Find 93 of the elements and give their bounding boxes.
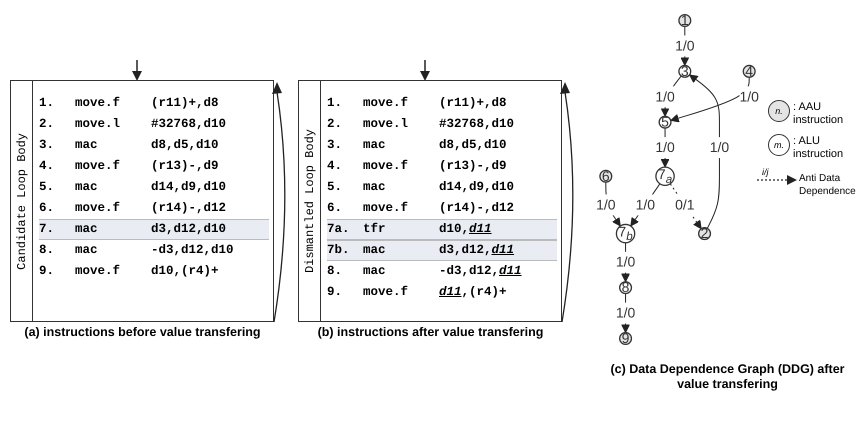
- arrow: [630, 183, 660, 226]
- instruction-number: 1.: [327, 95, 342, 112]
- legend-symbol: n.: [775, 106, 783, 116]
- node-circle: 3: [678, 64, 692, 78]
- opcode-text: tfr: [363, 221, 386, 238]
- operand-text: (r14)-,d12: [151, 200, 226, 217]
- node-circle: 7$_{b}$: [616, 224, 636, 244]
- node-circle: 1: [678, 14, 692, 28]
- panel-caption: (a) instructions before value transfering: [23, 325, 262, 340]
- instruction-number: 1.: [39, 95, 54, 112]
- node-circle: 7$_{a}$: [655, 166, 675, 186]
- legend-symbol: m.: [774, 140, 784, 150]
- instruction-number: 6.: [327, 200, 342, 217]
- arrow: [660, 76, 682, 117]
- arrow: [689, 74, 720, 229]
- operand-text: #32768,d10: [439, 116, 514, 133]
- operand-text: (r13)-,d9: [439, 158, 507, 175]
- operand-text: d14,d9,d10: [151, 179, 226, 196]
- instruction-number: 2.: [39, 116, 54, 133]
- operand-text: (r11)+,d8: [151, 95, 219, 112]
- node-circle: 4: [742, 64, 756, 78]
- node-circle: 9: [619, 332, 632, 346]
- instruction-number: 2.: [327, 116, 342, 133]
- opcode-text: mac: [75, 179, 98, 196]
- operand-text: (r11)+,d8: [439, 95, 507, 112]
- instruction-number: 7a.: [327, 221, 350, 238]
- opcode-text: mac: [363, 179, 386, 196]
- edge-label: 1/0: [636, 196, 656, 212]
- opcode-text: mac: [363, 137, 386, 154]
- node-circle: 2: [698, 227, 712, 240]
- operand-text: -d3,d12,d11: [439, 263, 522, 280]
- operand-text: (r13)-,d9: [151, 158, 219, 175]
- instruction-number: 8.: [39, 242, 54, 259]
- opcode-text: move.f: [363, 158, 408, 175]
- edge-label: 1/0: [616, 254, 636, 270]
- opcode-text: move.f: [363, 95, 408, 112]
- panel-caption: (b) instructions after value transfering: [316, 325, 544, 340]
- operand-text: d3,d12,d11: [439, 242, 514, 259]
- instruction-number: 9.: [39, 263, 54, 280]
- opcode-text: move.f: [75, 95, 120, 112]
- opcode-text: move.f: [75, 200, 120, 217]
- legend-text: : ALU instruction: [793, 135, 844, 161]
- instruction-number: 4.: [327, 158, 342, 175]
- operand-text: d10,d11: [439, 221, 492, 238]
- instruction-number: 5.: [327, 179, 342, 196]
- opcode-text: mac: [363, 242, 386, 259]
- opcode-text: move.l: [363, 116, 408, 133]
- node-circle: 5: [658, 116, 672, 129]
- opcode-text: mac: [75, 242, 98, 259]
- instruction-number: 7.: [39, 221, 54, 238]
- arrow: [670, 183, 702, 230]
- arrow: [670, 76, 750, 122]
- operand-text: d8,d5,d10: [151, 137, 219, 154]
- operand-text: d14,d9,d10: [439, 179, 514, 196]
- instruction-number: 5.: [39, 179, 54, 196]
- loop-body-title: Dismantled Loop Body: [302, 128, 316, 274]
- edge-label: 1/0: [655, 139, 675, 156]
- edge-label: 1/0: [675, 37, 695, 54]
- operand-text: d10,(r4)+: [151, 263, 219, 280]
- edge-label: 1/0: [739, 88, 759, 104]
- node-circle: 8: [619, 281, 632, 294]
- edge-label: 1/0: [616, 304, 636, 321]
- instruction-number: 3.: [39, 137, 54, 154]
- opcode-text: move.l: [75, 116, 120, 133]
- loop-body-title: Candidate Loop Body: [14, 132, 28, 270]
- opcode-text: move.f: [363, 284, 408, 301]
- operand-text: (r14)-,d12: [439, 200, 514, 217]
- edge-label: 1/0: [596, 196, 616, 212]
- operand-text: d11,(r4)+: [439, 284, 507, 301]
- legend-text: Anti Data Dependence: [799, 172, 857, 198]
- instruction-number: 6.: [39, 200, 54, 217]
- edge-label: 1/0: [710, 139, 730, 156]
- opcode-text: move.f: [75, 263, 120, 280]
- opcode-text: mac: [75, 221, 98, 238]
- operand-text: -d3,d12,d10: [151, 242, 234, 259]
- edge-label: 0/1: [675, 196, 695, 212]
- instruction-number: 4.: [39, 158, 54, 175]
- instruction-number: 9.: [327, 284, 342, 301]
- edge-label: 1/0: [655, 88, 675, 104]
- legend-text: : AAU instruction: [793, 101, 844, 127]
- opcode-text: mac: [75, 137, 98, 154]
- node-circle: 6: [599, 170, 612, 183]
- instruction-number: 8.: [327, 263, 342, 280]
- opcode-text: move.f: [75, 158, 120, 175]
- opcode-text: move.f: [363, 200, 408, 217]
- operand-text: d3,d12,d10: [151, 221, 226, 238]
- panel-caption: (c) Data Dependence Graph (DDG) after value transfering: [609, 362, 846, 392]
- opcode-text: mac: [363, 263, 386, 280]
- operand-text: #32768,d10: [151, 116, 226, 133]
- instruction-number: 3.: [327, 137, 342, 154]
- operand-text: d8,d5,d10: [439, 137, 507, 154]
- legend-symbol: i/j: [762, 166, 768, 179]
- instruction-number: 7b.: [327, 242, 350, 259]
